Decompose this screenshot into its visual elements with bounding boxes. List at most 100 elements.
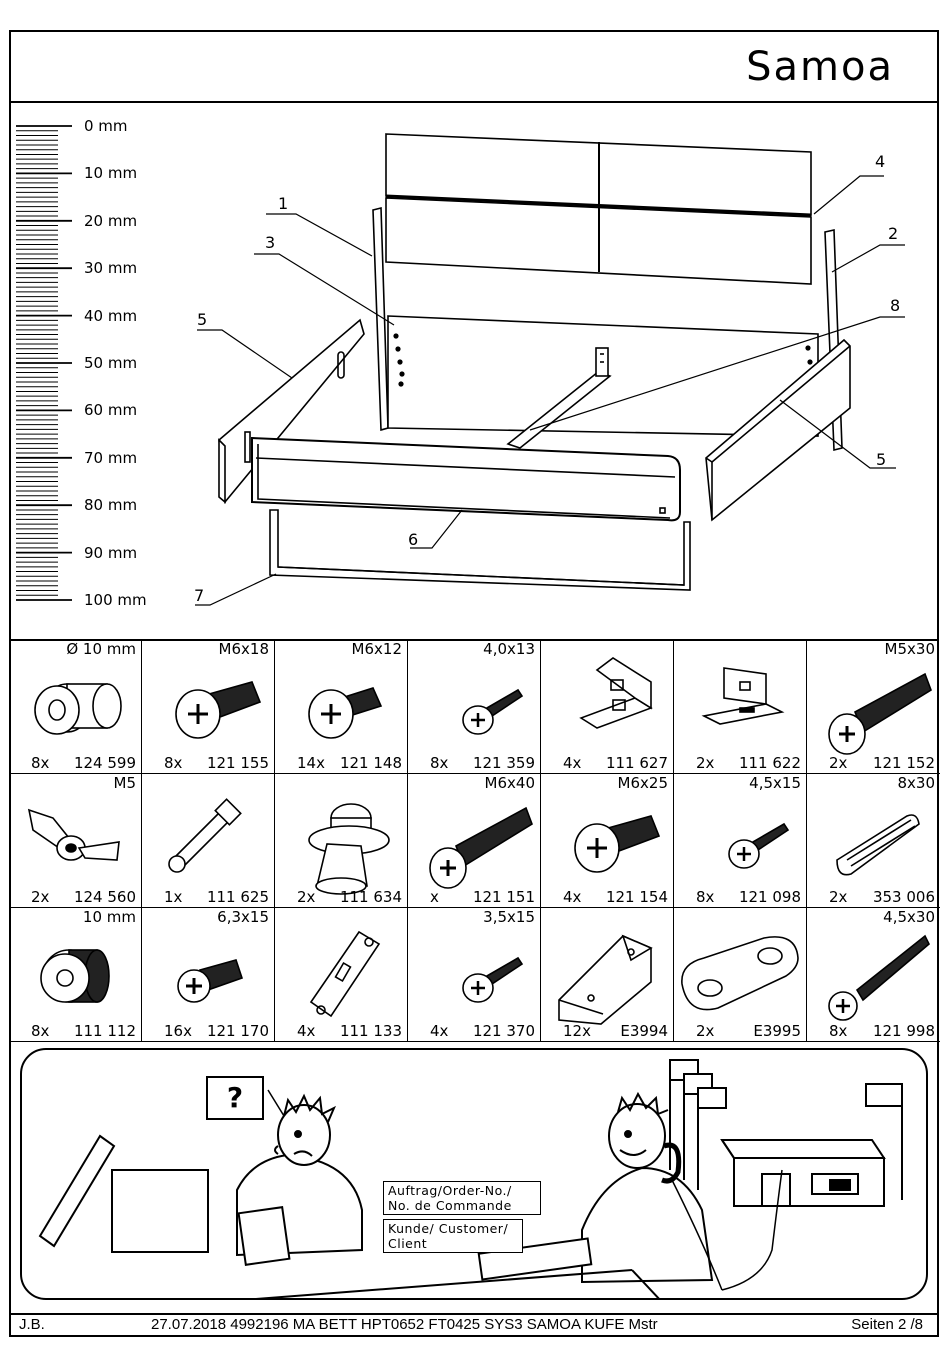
part-quantity: 8x [164, 754, 183, 772]
question-mark-box: ? [206, 1076, 264, 1120]
part-label-8: 8 [890, 296, 901, 315]
bed-assembly-drawing [195, 133, 905, 606]
part-code: 111 627 [605, 754, 668, 772]
part-code: 353 006 [872, 888, 935, 906]
hook-plate-icon [309, 930, 381, 1018]
page-frame [9, 30, 939, 1337]
footer-doc-info: 27.07.2018 4992196 MA BETT HPT0652 FT042… [151, 1316, 658, 1333]
part-label-3: 3 [265, 233, 276, 252]
part-code: 124 599 [73, 754, 136, 772]
ruler-label: 60 mm [84, 401, 138, 420]
headboard-panel [385, 133, 812, 285]
carton-icon [38, 1134, 209, 1253]
order-info-box: Auftrag/Order-No./ No. de Commande Kunde… [383, 1181, 541, 1253]
part-quantity: 2x [31, 888, 50, 906]
ruler-label: 80 mm [84, 496, 138, 515]
foot-plinth [269, 509, 691, 591]
warehouse-building-icon [720, 1139, 886, 1207]
part-code: 121 151 [472, 888, 535, 906]
part-code: 121 359 [472, 754, 535, 772]
part-spec: M5 [113, 774, 137, 792]
part-quantity: 8x [31, 754, 50, 772]
dowel-icon [836, 814, 920, 876]
part-code: 111 133 [339, 1022, 402, 1040]
part-quantity: 2x [696, 1022, 715, 1040]
wood-screw-icon [462, 688, 524, 735]
customer-line-1: Kunde/ Customer/ [388, 1221, 509, 1236]
part-code: 124 560 [73, 888, 136, 906]
part-code: 111 112 [73, 1022, 136, 1040]
ruler-label: 50 mm [84, 354, 138, 372]
wood-screw-icon [462, 956, 524, 1003]
order-line-2: No. de Commande [388, 1198, 512, 1213]
part-label-5-left: 5 [197, 310, 208, 329]
order-line-1: Auftrag/Order-No./ [388, 1183, 512, 1198]
part-spec: M6x18 [218, 640, 269, 658]
footer: J.B. 27.07.2018 4992196 MA BETT HPT0652 … [9, 1313, 939, 1337]
ruler-label: 20 mm [84, 211, 138, 230]
footer-author: J.B. [19, 1316, 45, 1333]
phone-agent-icon [581, 1091, 723, 1291]
part-quantity: 8x [430, 754, 449, 772]
part-code: 121 154 [605, 888, 668, 906]
machine-screw-long-icon [828, 672, 932, 755]
ruler-label: 0 mm [84, 117, 128, 135]
part-spec: 4,5x30 [883, 908, 935, 926]
part-quantity: 1x [164, 888, 183, 906]
part-label-7: 7 [194, 586, 205, 605]
part-code: 121 098 [738, 888, 801, 906]
part-spec: 10 mm [82, 908, 136, 926]
cam-nut-icon [34, 683, 122, 735]
part-quantity: 12x [563, 1022, 591, 1040]
bolt-connector-icon [168, 798, 242, 873]
customer-service-illustration [20, 1048, 928, 1300]
title-divider [9, 101, 939, 103]
part-code: E3994 [620, 1022, 668, 1040]
part-code: 111 634 [339, 888, 402, 906]
part-quantity: 8x [829, 1022, 848, 1040]
part-quantity: 4x [563, 888, 582, 906]
footer-divider [9, 1313, 939, 1315]
part-spec: M6x12 [351, 640, 402, 658]
part-cell: 10 mm 8x 111 112 [9, 908, 142, 1042]
euro-screw-icon [177, 959, 244, 1003]
machine-screw-short-icon [308, 687, 383, 739]
part-label-5-right: 5 [876, 450, 887, 469]
part-quantity: 8x [31, 1022, 50, 1040]
part-quantity: 2x [829, 888, 848, 906]
ruler-label: 10 mm [84, 164, 138, 183]
wood-screw-icon [728, 822, 790, 869]
side-rail-right [705, 338, 851, 522]
leg-adapter-icon [308, 803, 390, 895]
part-spec: 3,5x15 [483, 908, 535, 926]
callout-lines [195, 175, 905, 606]
measurement-ruler [16, 125, 72, 601]
part-code: 121 152 [872, 754, 935, 772]
part-quantity: 14x [297, 754, 325, 772]
ruler-label: 70 mm [84, 448, 138, 467]
part-code: 121 148 [339, 754, 402, 772]
part-quantity: x [430, 888, 439, 906]
order-number-field: Auftrag/Order-No./ No. de Commande [383, 1181, 541, 1215]
corner-block-icon [558, 934, 653, 1025]
part-cell: M6x12 14x 121 148 [275, 640, 408, 774]
part-cell: 12x E3994 [541, 908, 674, 1042]
part-quantity: 2x [696, 754, 715, 772]
part-spec: 4,5x15 [749, 774, 801, 792]
